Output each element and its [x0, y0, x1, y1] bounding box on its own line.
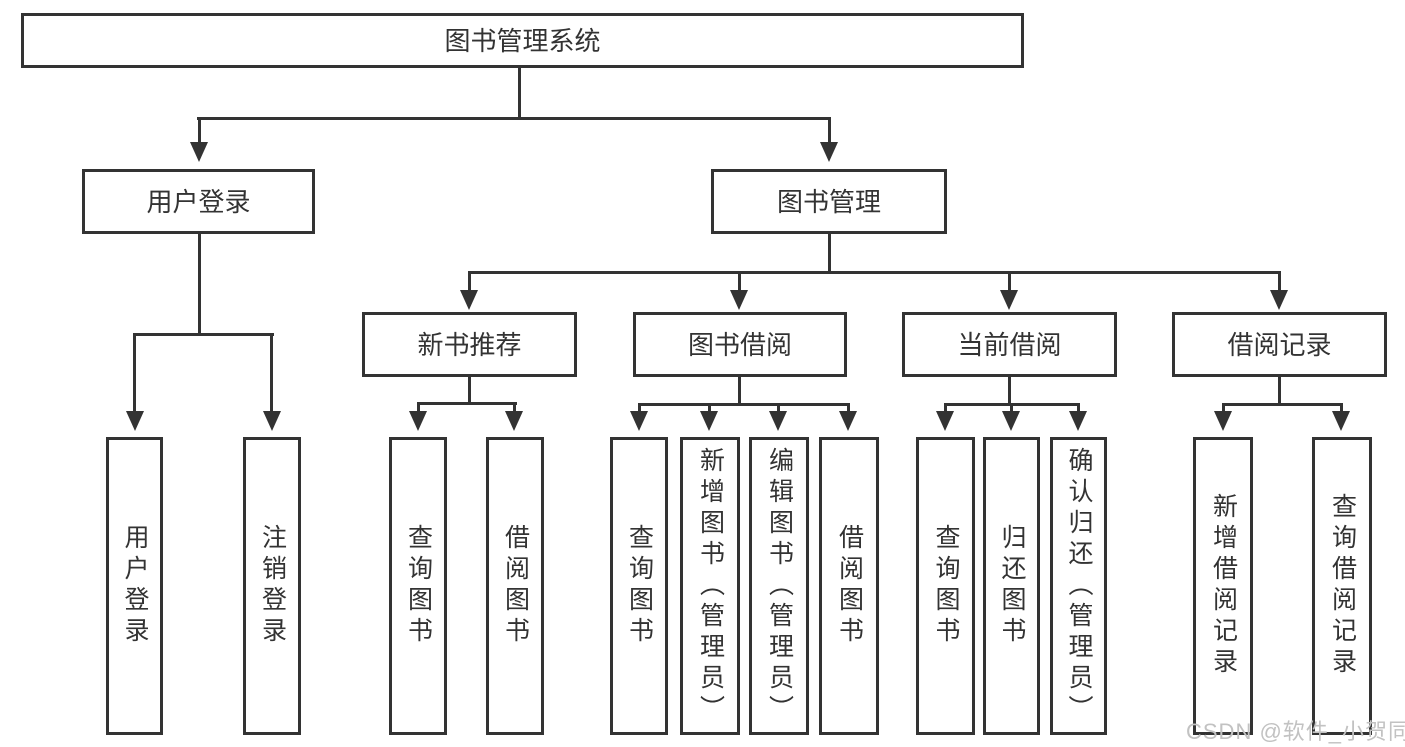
leaf-borrow-books-recommend: 借阅图书: [486, 437, 544, 735]
arrow-down-icon: [1002, 411, 1020, 431]
leaf-confirm-return-admin: 确认归还（管理员）: [1050, 437, 1107, 735]
arrow-down-icon: [820, 142, 838, 162]
leaf-logout: 注销登录: [243, 437, 301, 735]
arrow-down-icon: [1214, 411, 1232, 431]
leaf-return-books: 归还图书: [983, 437, 1040, 735]
arrow-down-icon: [190, 142, 208, 162]
arrow-down-icon: [409, 411, 427, 431]
leaf-add-borrow-record: 新增借阅记录: [1193, 437, 1253, 735]
connector-line: [638, 403, 641, 413]
arrow-down-icon: [460, 290, 478, 310]
node-borrowing-records: 借阅记录: [1172, 312, 1387, 377]
leaf-borrow-books: 借阅图书: [819, 437, 879, 735]
connector-line: [468, 271, 471, 292]
arrow-down-icon: [936, 411, 954, 431]
arrow-down-icon: [1332, 411, 1350, 431]
connector-line: [708, 403, 711, 413]
connector-line: [1278, 271, 1281, 292]
connector-line: [1222, 403, 1343, 406]
leaf-query-books-recommend: 查询图书: [389, 437, 447, 735]
connector-line: [417, 402, 420, 413]
arrow-down-icon: [1000, 290, 1018, 310]
connector-line: [198, 233, 201, 336]
node-book-management: 图书管理: [711, 169, 947, 234]
connector-line: [828, 233, 831, 274]
connector-line: [1010, 403, 1013, 413]
leaf-add-books-admin: 新增图书（管理员）: [680, 437, 740, 735]
node-user-login: 用户登录: [82, 169, 315, 234]
connector-line: [1340, 403, 1343, 413]
connector-line: [828, 117, 831, 144]
connector-line: [513, 402, 516, 413]
connector-line: [468, 271, 1281, 274]
leaf-query-books-current: 查询图书: [916, 437, 975, 735]
csdn-watermark: CSDN @软件_小贺同学: [1186, 719, 1405, 744]
connector-line: [468, 376, 471, 405]
arrow-down-icon: [769, 411, 787, 431]
connector-line: [1077, 403, 1080, 413]
connector-line: [777, 403, 780, 413]
arrow-down-icon: [730, 290, 748, 310]
leaf-query-books-borrow: 查询图书: [610, 437, 668, 735]
arrow-down-icon: [839, 411, 857, 431]
connector-line: [518, 66, 521, 120]
connector-line: [638, 403, 850, 406]
node-current-borrowing: 当前借阅: [902, 312, 1117, 377]
node-new-book-recommendation: 新书推荐: [362, 312, 577, 377]
connector-line: [944, 403, 947, 413]
leaf-user-login: 用户登录: [106, 437, 163, 735]
arrow-down-icon: [263, 411, 281, 431]
arrow-down-icon: [630, 411, 648, 431]
arrow-down-icon: [1270, 290, 1288, 310]
connector-line: [270, 333, 273, 413]
connector-line: [738, 271, 741, 292]
connector-line: [847, 403, 850, 413]
connector-line: [738, 376, 741, 405]
connector-line: [1008, 376, 1011, 405]
connector-line: [133, 333, 274, 336]
connector-line: [198, 117, 201, 144]
arrow-down-icon: [1069, 411, 1087, 431]
arrow-down-icon: [126, 411, 144, 431]
connector-line: [197, 117, 831, 120]
connector-line: [1278, 376, 1281, 405]
leaf-query-borrow-record: 查询借阅记录: [1312, 437, 1372, 735]
connector-line: [133, 333, 136, 413]
node-book-borrowing: 图书借阅: [633, 312, 847, 377]
node-library-management-system: 图书管理系统: [21, 13, 1024, 68]
leaf-edit-books-admin: 编辑图书（管理员）: [749, 437, 809, 735]
connector-line: [1222, 403, 1225, 413]
connector-line: [1008, 271, 1011, 292]
arrow-down-icon: [700, 411, 718, 431]
connector-line: [417, 402, 517, 405]
arrow-down-icon: [505, 411, 523, 431]
